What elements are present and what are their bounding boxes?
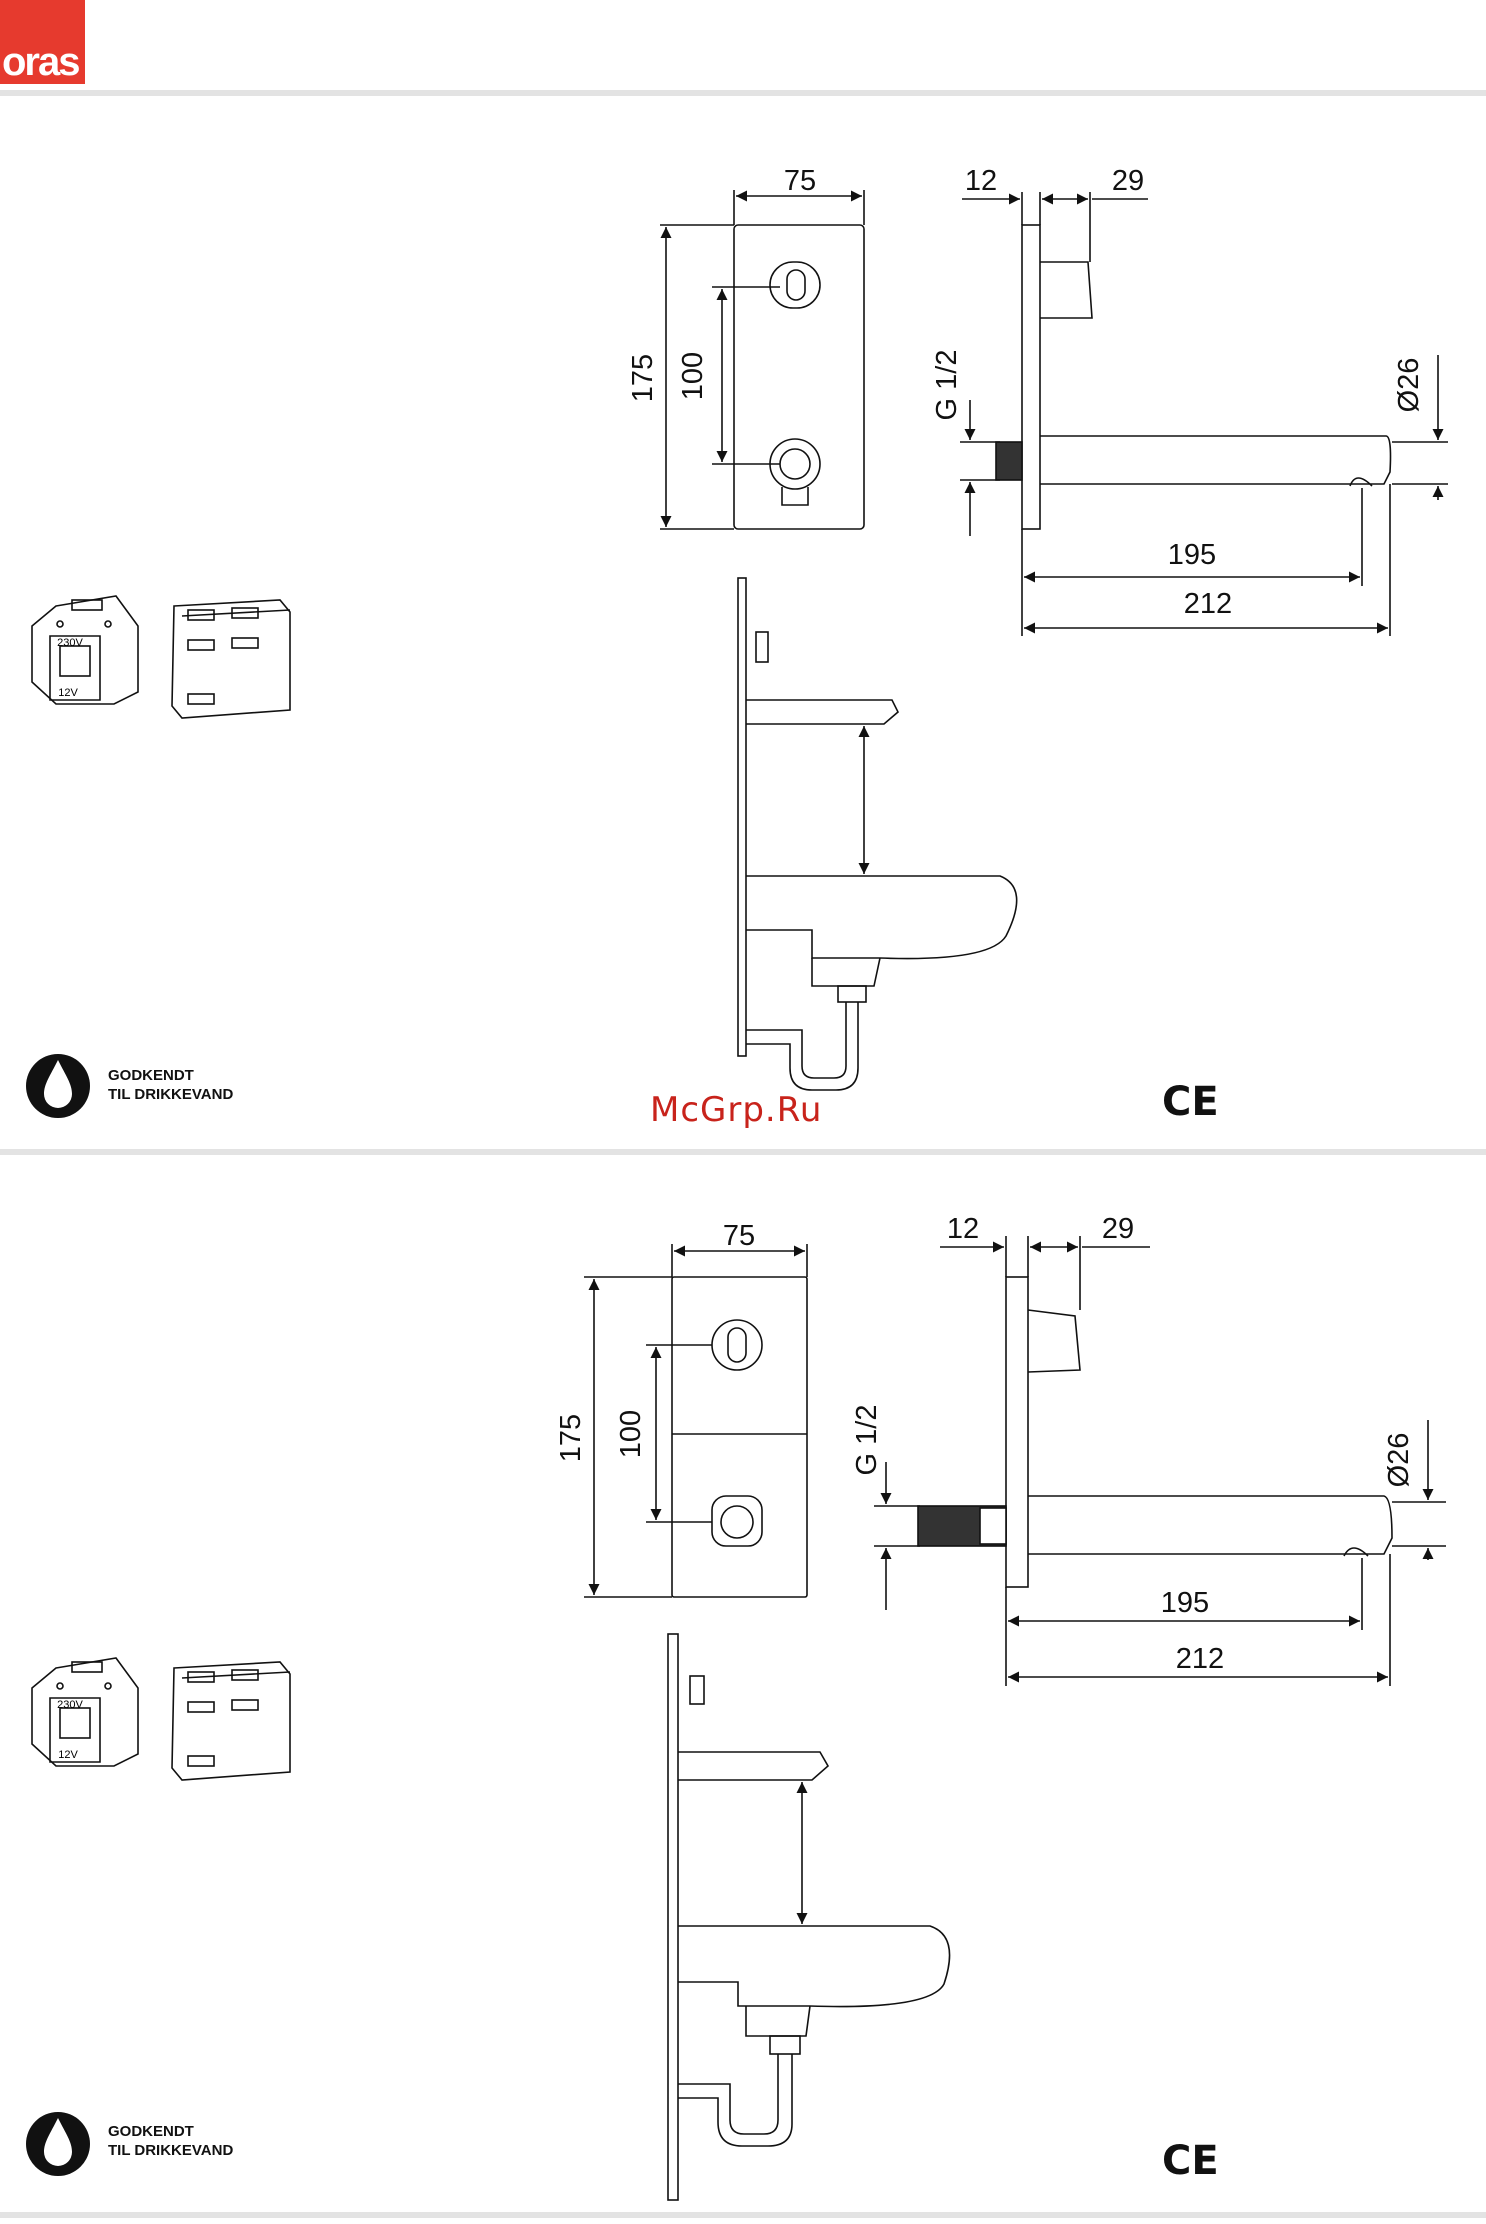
front-plate [672,1277,807,1597]
transformer-icon [32,596,138,704]
bottom-divider [0,2212,1486,2218]
dim-plate: 12 [947,1213,979,1245]
side-sensor [1028,1310,1080,1372]
label-12v: 12V [58,1749,78,1761]
section-1-drawing: 75 175 100 12 29 G 1/2 Ø26 195 212 230V … [0,0,1486,1150]
dim-spacing: 100 [677,352,709,400]
wall-line [738,578,746,1056]
install-spout [678,1752,828,1780]
sensor-window [770,262,820,308]
watermark: McGrp.Ru [650,1090,822,1130]
dim-reach-inner: 195 [1168,539,1216,571]
dim-thread: G 1/2 [851,1405,883,1476]
section-2-drawing: 75 175 100 12 29 G 1/2 Ø26 195 212 230V … [0,1050,1486,2210]
dim-width: 75 [723,1220,755,1252]
dim-sensor: 29 [1112,165,1144,197]
install-basin [746,876,1017,959]
wall-line [668,1634,678,2200]
side-spout [1040,436,1391,484]
dim-spacing: 100 [615,1410,647,1458]
dim-height: 175 [627,354,659,402]
dim-reach-outer: 212 [1184,588,1232,620]
side-spout [1028,1496,1392,1554]
approval-badge: GODKENDT TIL DRIKKEVAND [108,2122,233,2160]
install-basin [678,1926,950,2007]
label-12v: 12V [58,687,78,699]
dim-width: 75 [784,165,816,197]
dim-height: 175 [555,1414,587,1462]
dim-diameter: Ø26 [1383,1433,1415,1488]
side-plate [1022,225,1040,529]
dim-thread: G 1/2 [931,350,963,421]
badge-line-2: TIL DRIKKEVAND [108,2141,233,2160]
transformer-icon [32,1658,138,1766]
dim-sensor: 29 [1102,1213,1134,1245]
install-spout [746,700,898,724]
junction-box-icon [172,600,290,718]
label-230v: 230V [57,637,83,649]
dim-reach-inner: 195 [1161,1587,1209,1619]
dim-diameter: Ø26 [1393,358,1425,413]
side-plate [1006,1277,1028,1587]
label-230v: 230V [57,1699,83,1711]
side-sensor [1040,262,1092,318]
drinking-water-icon [26,2112,90,2176]
ce-mark: CE [1162,2138,1219,2184]
junction-box-icon [172,1662,290,1780]
badge-line-1: GODKENDT [108,2122,233,2141]
dim-plate: 12 [965,165,997,197]
dim-reach-outer: 212 [1176,1643,1224,1675]
